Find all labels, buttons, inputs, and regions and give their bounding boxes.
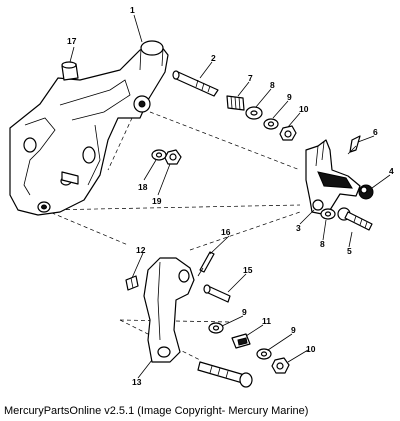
callout-6: 6	[373, 127, 378, 137]
pin-part-16	[197, 251, 215, 277]
nut-part-10-lower	[271, 357, 290, 374]
washer-part-8-upper	[245, 106, 263, 120]
washer-part-9-lower	[256, 348, 272, 360]
shaft-part-2	[172, 70, 219, 97]
callout-17: 17	[67, 36, 77, 46]
washer-part-18	[151, 149, 167, 161]
screw-part-5	[337, 207, 373, 231]
nut-part-10-upper	[279, 125, 297, 141]
long-bolt-lower	[197, 361, 253, 388]
callout-15: 15	[243, 265, 253, 275]
arm-part-13	[143, 257, 195, 363]
washer-part-9-upper	[263, 118, 279, 130]
callout-9a: 9	[287, 92, 292, 102]
callout-12: 12	[136, 245, 146, 255]
exploded-parts-diagram: 1 2 3 4 5 6 7 8 8 9 9 9 10 10 11 12 13 1…	[9, 5, 394, 388]
pin-part-15	[203, 284, 231, 303]
callout-13: 13	[132, 377, 142, 387]
callout-2: 2	[211, 53, 216, 63]
bushing-part-17	[61, 61, 79, 81]
nut-part-19	[164, 149, 182, 165]
callout-9c: 9	[291, 325, 296, 335]
callout-8b: 8	[320, 239, 325, 249]
callout-9b: 9	[242, 307, 247, 317]
callout-10a: 10	[299, 104, 309, 114]
callout-7: 7	[248, 73, 253, 83]
bracket-part-1	[9, 40, 169, 216]
callout-19: 19	[152, 196, 162, 206]
callout-3: 3	[296, 223, 301, 233]
callout-labels: 1 2 3 4 5 6 7 8 8 9 9 9 10 10 11 12 13 1…	[67, 5, 394, 387]
callout-10b: 10	[306, 344, 316, 354]
knob-part-4	[358, 184, 374, 200]
cotter-pin-part-6	[347, 135, 361, 155]
fitting-part-11	[231, 333, 251, 349]
image-caption: MercuryPartsOnline v2.5.1 (Image Copyrig…	[4, 405, 309, 417]
washer-part-8-lower	[320, 208, 336, 220]
callout-1: 1	[130, 5, 135, 15]
callout-8a: 8	[270, 80, 275, 90]
clip-part-12	[125, 275, 139, 291]
latch-part-3	[305, 139, 361, 215]
callout-5: 5	[347, 246, 352, 256]
callout-11: 11	[262, 316, 271, 326]
spring-part-7	[226, 95, 245, 111]
callout-4: 4	[389, 166, 394, 176]
callout-16: 16	[221, 227, 231, 237]
washer-part-9-middle	[208, 322, 224, 334]
leader-lines	[69, 14, 391, 379]
callout-18: 18	[138, 182, 148, 192]
